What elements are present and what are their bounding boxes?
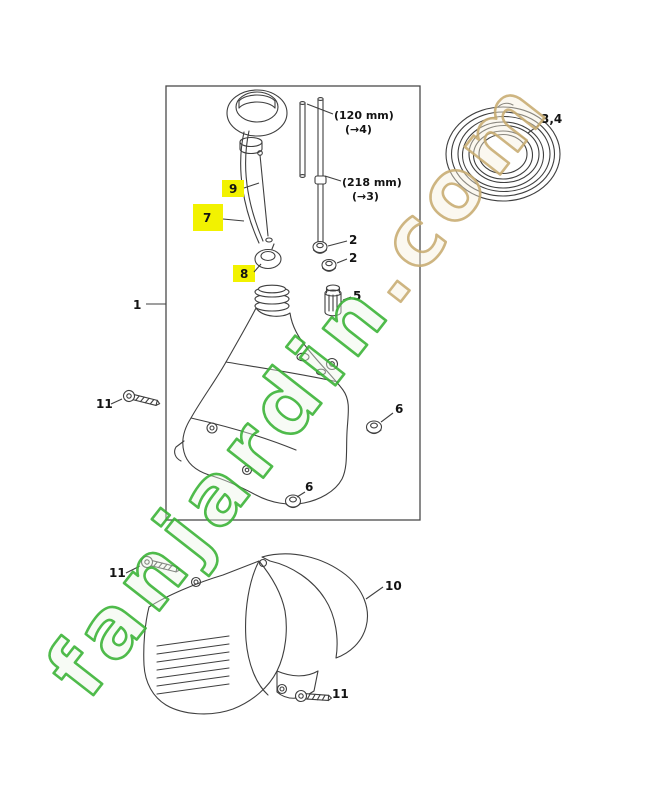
hose-coil-drawing — [445, 102, 561, 202]
hose-short-length-label: (120 mm) — [334, 109, 394, 122]
part-label-8[interactable]: 8 — [240, 267, 248, 281]
part-label-3-4[interactable]: 3,4 — [541, 112, 562, 126]
part-label-10[interactable]: 10 — [385, 579, 402, 593]
watermark: fanjardin.com — [28, 58, 572, 716]
hose-short-ref-label: (→4) — [345, 123, 372, 136]
part-label-6b[interactable]: 6 — [305, 480, 313, 494]
housing-drawing — [143, 553, 368, 715]
part-labels: 1 9 7 8 2 2 5 3,4 6 6 11 10 11 11 — [96, 112, 562, 701]
highlight-part-8 — [233, 265, 255, 282]
hose-long-ref-label: (→3) — [352, 190, 379, 203]
part-label-11a[interactable]: 11 — [96, 397, 113, 411]
part-label-6a[interactable]: 6 — [395, 402, 403, 416]
fuel-pickup-drawing — [257, 150, 273, 243]
tank-grommet-drawing — [254, 243, 282, 270]
hose-sleeves-drawing — [312, 240, 337, 272]
part-label-9[interactable]: 9 — [229, 182, 237, 196]
part-label-2b[interactable]: 2 — [349, 251, 357, 265]
hose-annotations: (120 mm) (→4) (218 mm) (→3) — [334, 109, 402, 203]
part-label-1[interactable]: 1 — [133, 298, 141, 312]
part-label-7[interactable]: 7 — [203, 211, 211, 225]
hose-long-length-label: (218 mm) — [342, 176, 402, 189]
screw-tank-drawing — [122, 389, 161, 406]
fuel-hoses-drawing — [299, 97, 327, 252]
cap-retainer-drawing — [240, 130, 264, 244]
tank-bushings-drawing — [284, 420, 383, 509]
fuel-tank-drawing — [174, 284, 349, 505]
part-label-5[interactable]: 5 — [353, 289, 361, 303]
fuel-filter-drawing — [324, 284, 342, 317]
part-label-11c[interactable]: 11 — [332, 687, 349, 701]
highlight-part-7 — [193, 204, 223, 231]
diagram-frame — [146, 85, 421, 521]
screw-housing-left-drawing — [140, 555, 181, 573]
tank-cap-drawing — [226, 89, 288, 155]
highlight-boxes — [193, 180, 255, 282]
part-label-11b[interactable]: 11 — [109, 566, 126, 580]
leader-lines — [110, 103, 540, 600]
highlight-part-9 — [222, 180, 244, 197]
svg-text:fanjardin.com: fanjardin.com — [29, 59, 570, 714]
screw-housing-bottom-drawing — [294, 689, 333, 703]
part-label-2a[interactable]: 2 — [349, 233, 357, 247]
